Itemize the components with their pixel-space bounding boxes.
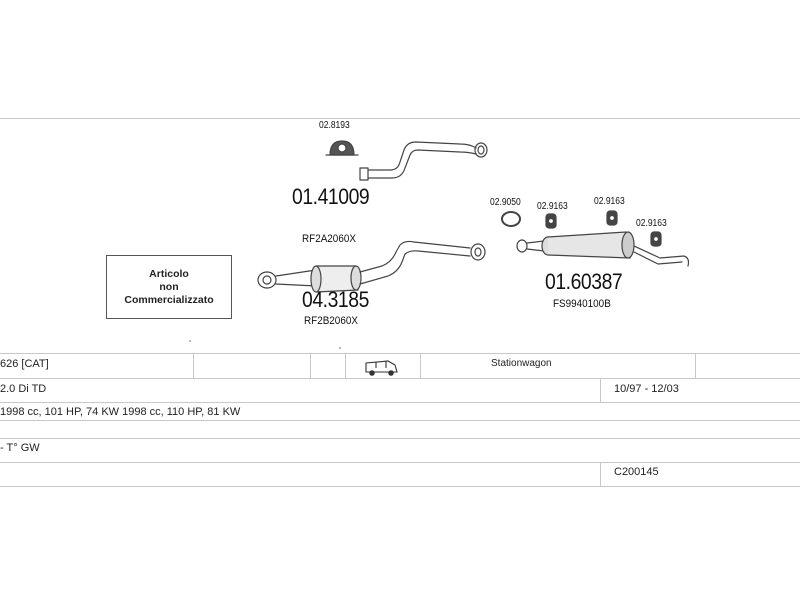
col-divider-2 — [310, 353, 311, 378]
mount-part-number-2: 02.9163 — [594, 196, 625, 207]
diagram-bottom-border — [0, 353, 800, 354]
gasket-icon — [501, 211, 521, 227]
col-divider-7 — [600, 462, 601, 486]
row-divider-3 — [0, 420, 800, 421]
row-divider-5 — [0, 462, 800, 463]
row-divider-2 — [0, 402, 800, 403]
mount-part-number-1: 02.9163 — [537, 201, 568, 212]
rubber-mount-icon — [606, 210, 618, 226]
top-border — [0, 118, 800, 119]
col-divider-3 — [345, 353, 346, 378]
stationwagon-icon — [365, 360, 398, 376]
front-pipe-shape — [359, 141, 488, 181]
vehicle-years: 10/97 - 12/03 — [614, 383, 679, 395]
rubber-mount-icon — [650, 231, 662, 247]
col-divider-6 — [600, 378, 601, 402]
row-divider-6 — [0, 486, 800, 487]
rear-silencer-shape — [516, 231, 690, 267]
gasket-part-number: 02.9050 — [490, 197, 521, 208]
vehicle-body-type: Stationwagon — [491, 358, 552, 369]
badge-line-3: Commercializzato — [124, 293, 214, 306]
not-available-badge: Articolo non Commercializzato — [106, 255, 232, 319]
vehicle-model: 626 [CAT] — [0, 358, 49, 370]
row-divider-1 — [0, 378, 800, 379]
rear-silencer-reference: FS9940100B — [553, 298, 611, 310]
front-pipe-part-number: 01.41009 — [292, 184, 370, 209]
vehicle-engine: 2.0 Di TD — [0, 383, 47, 395]
rubber-mount-icon — [545, 213, 557, 229]
mid-pipe-reference: RF2B2060X — [304, 315, 358, 327]
badge-line-1: Articolo — [149, 267, 189, 280]
clamp-icon — [325, 140, 359, 156]
col-divider-4 — [420, 353, 421, 378]
mount-part-number-3: 02.9163 — [636, 218, 667, 229]
mid-pipe-shape — [257, 240, 486, 293]
vehicle-notes: - T° GW — [0, 442, 40, 454]
rear-silencer-part-number: 01.60387 — [545, 269, 623, 294]
catalog-code: C200145 — [614, 466, 659, 478]
vehicle-specs: 1998 cc, 101 HP, 74 KW 1998 cc, 110 HP, … — [0, 406, 241, 418]
row-divider-4 — [0, 438, 800, 439]
clamp-part-number: 02.8193 — [319, 120, 350, 131]
mid-pipe-part-number: 04.3185 — [302, 287, 369, 312]
col-divider-1 — [193, 353, 194, 378]
col-divider-5 — [695, 353, 696, 378]
front-pipe-reference: RF2A2060X — [302, 233, 356, 245]
badge-line-2: non — [159, 280, 179, 293]
